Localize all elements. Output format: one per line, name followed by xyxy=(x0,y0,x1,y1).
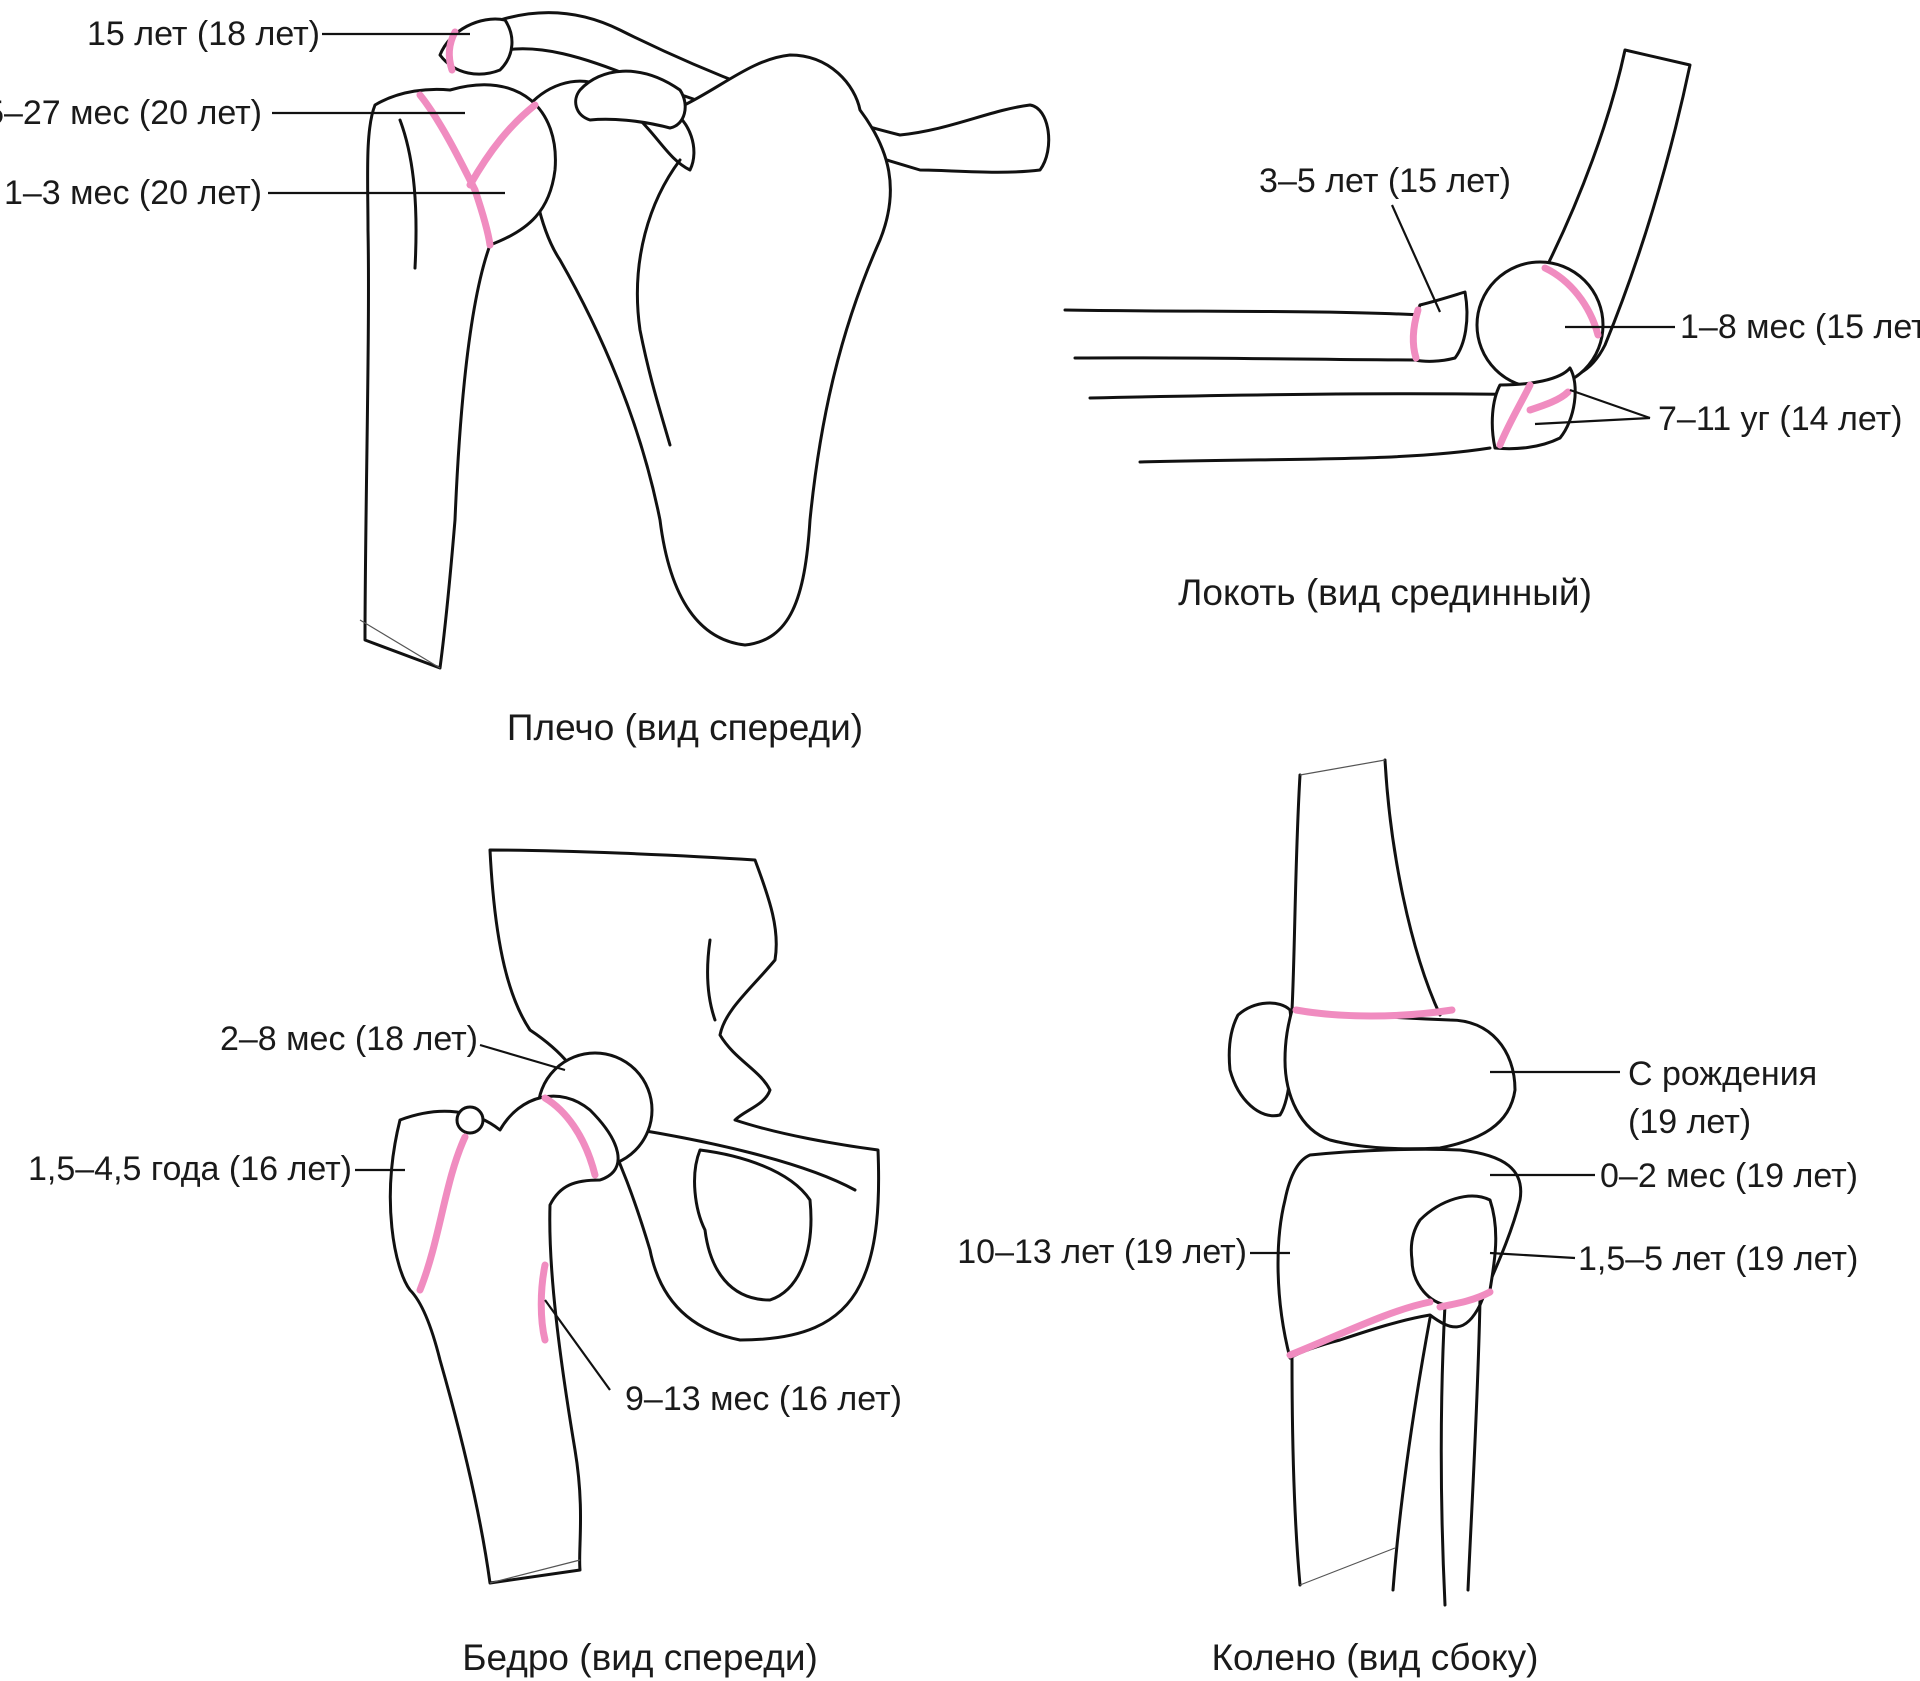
hip-label-3: 9–13 мес (16 лет) xyxy=(625,1380,902,1418)
knee-panel: С рождения (19 лет) 0–2 мес (19 лет) 10–… xyxy=(957,758,1858,1678)
shoulder-label-3: 1–3 мес (20 лет) xyxy=(4,174,262,212)
elbow-panel: 3–5 лет (15 лет) 1–8 мес (15 лет) 7–11 у… xyxy=(1063,48,1920,613)
shoulder-caption: Плечо (вид спереди) xyxy=(507,707,863,748)
shoulder-humeral-plate-2 xyxy=(466,101,539,189)
knee-patella xyxy=(1227,1001,1294,1118)
elbow-plate-radius xyxy=(1409,306,1422,362)
knee-label-2: 0–2 мес (19 лет) xyxy=(1600,1157,1858,1195)
scapula-ridge xyxy=(635,158,682,447)
elbow-radius xyxy=(1088,392,1542,400)
shoulder-label-1: 15 лет (18 лет) xyxy=(87,15,320,53)
hip-plate-greater-trochanter xyxy=(416,1133,469,1294)
knee-plate-femur xyxy=(1292,1006,1456,1020)
knee-femoral-condyle xyxy=(1283,1008,1517,1151)
elbow-ulna-lower xyxy=(1073,356,1432,362)
hip-pubic-line xyxy=(638,1128,857,1192)
shoulder-acromion-plate xyxy=(445,28,459,74)
knee-label-1a: С рождения xyxy=(1628,1055,1817,1093)
elbow-label-1: 3–5 лет (15 лет) xyxy=(1259,162,1511,200)
hip-caption: Бедро (вид спереди) xyxy=(462,1637,818,1678)
knee-plate-fibula xyxy=(1436,1288,1494,1311)
knee-plate-tibia xyxy=(1286,1298,1434,1359)
elbow-label-3: 7–11 уг (14 лет) xyxy=(1658,400,1903,438)
humerus xyxy=(363,83,557,670)
hip-label-2: 1,5–4,5 года (16 лет) xyxy=(28,1150,352,1188)
shoulder-panel: 15 лет (18 лет) 5–27 мес (20 лет) 1–3 ме… xyxy=(0,11,1051,748)
hip-femur xyxy=(388,1094,620,1585)
coracoid xyxy=(574,69,687,130)
scapula xyxy=(523,53,892,647)
elbow-radius-lower xyxy=(1138,446,1492,464)
hip-plate-head xyxy=(541,1094,599,1179)
elbow-plate-trochlea-2 xyxy=(1526,388,1572,414)
knee-femur-shaft xyxy=(1290,773,1302,1012)
elbow-caption: Локоть (вид срединный) xyxy=(1178,572,1592,613)
hip-trochanter-knob xyxy=(455,1105,485,1135)
knee-label-3: 10–13 лет (19 лет) xyxy=(957,1233,1247,1271)
shoulder-label-2: 5–27 мес (20 лет) xyxy=(0,94,262,132)
hip-plate-lesser-trochanter xyxy=(537,1261,549,1344)
knee-caption: Колено (вид сбоку) xyxy=(1212,1637,1539,1678)
hip-label-1: 2–8 мес (18 лет) xyxy=(220,1020,478,1058)
hip-panel: 2–8 мес (18 лет) 1,5–4,5 года (16 лет) 9… xyxy=(28,848,902,1678)
elbow-plate-trochlea-1 xyxy=(1496,381,1534,449)
elbow-capitulum xyxy=(1475,260,1605,390)
knee-label-1b: (19 лет) xyxy=(1628,1103,1751,1141)
humerus-shaft-line xyxy=(398,118,418,270)
knee-label-4: 1,5–5 лет (19 лет) xyxy=(1578,1240,1858,1278)
clavicle xyxy=(491,11,1051,174)
hip-pelvis-line xyxy=(706,938,717,1022)
elbow-label-2: 1–8 мес (15 лет) xyxy=(1680,308,1920,346)
knee-tibia-shaft xyxy=(1290,1356,1302,1587)
elbow-radial-head xyxy=(1411,290,1469,363)
hip-obturator xyxy=(693,1148,813,1302)
elbow-ulna xyxy=(1063,308,1422,317)
